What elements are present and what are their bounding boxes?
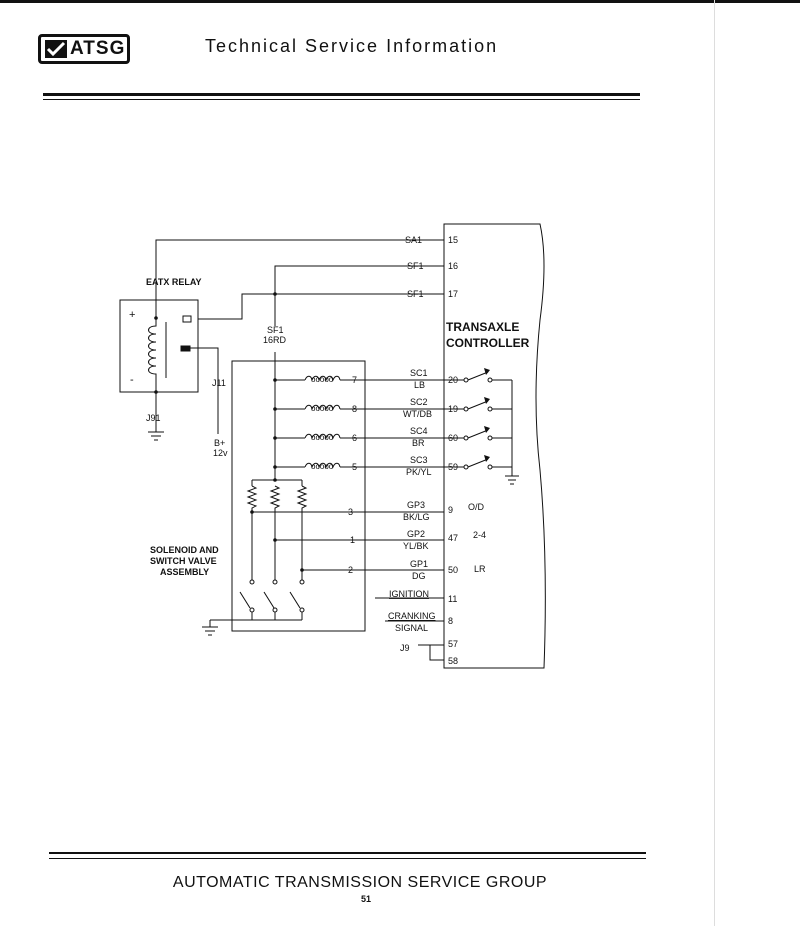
relay-feed-label: J11 xyxy=(212,378,226,388)
solenoid-coil-sc1: ooooo xyxy=(311,375,334,384)
supply-wire-circuit: SF1 xyxy=(267,325,284,335)
wire-sf1-17 xyxy=(198,293,444,320)
solenoid-coil-sc2: ooooo xyxy=(311,404,334,413)
header-rule-thick xyxy=(43,93,640,96)
wire-sa1 xyxy=(155,239,430,318)
solenoid-coil-sc3: ooooo xyxy=(311,462,334,471)
pin-50: 50 xyxy=(448,565,458,575)
circuit-sc2: SC2 xyxy=(410,397,428,407)
circuit-sa1: SA1 xyxy=(405,235,422,245)
pin-15: 15 xyxy=(448,235,458,245)
page-number: 51 xyxy=(360,894,371,904)
wire-sf1-16 xyxy=(274,265,444,294)
relay-terminal-bottom xyxy=(180,345,191,352)
relay-terminal-top xyxy=(182,315,192,323)
pin-16: 16 xyxy=(448,261,458,271)
pin-59: 59 xyxy=(448,462,458,472)
signal-label: SIGNAL xyxy=(395,623,428,633)
circuit-gp2: GP2 xyxy=(407,529,425,539)
color-pk-yl: PK/YL xyxy=(406,467,432,477)
function-2-4: 2-4 xyxy=(473,530,486,540)
circuit-sf1-a: SF1 xyxy=(407,261,424,271)
pin-8: 8 xyxy=(448,616,453,626)
pin-9: 9 xyxy=(448,505,453,515)
assembly-label-2: SWITCH VALVE xyxy=(150,556,217,566)
pin-60: 60 xyxy=(448,433,458,443)
color-bk-lg: BK/LG xyxy=(403,512,430,522)
page-title: Technical Service Information xyxy=(205,36,499,56)
battery-label: B+ xyxy=(214,438,225,448)
wire-j11 xyxy=(190,347,219,434)
circuit-sc4: SC4 xyxy=(410,426,428,436)
relay-plus: + xyxy=(129,309,135,321)
color-dg: DG xyxy=(412,571,426,581)
terminal-5: 5 xyxy=(352,462,357,472)
footer-title: AUTOMATIC TRANSMISSION SERVICE GROUP xyxy=(172,874,548,891)
pin-58: 58 xyxy=(448,656,458,666)
pin-57: 57 xyxy=(448,639,458,649)
footer-rule-thick xyxy=(49,852,646,854)
terminal-3: 3 xyxy=(348,507,353,517)
pin-47: 47 xyxy=(448,533,458,543)
relay-label: EATX RELAY xyxy=(146,277,202,287)
pin-17: 17 xyxy=(448,289,458,299)
pin-11: 11 xyxy=(448,594,457,604)
assembly-label-1: SOLENOID AND xyxy=(150,545,219,555)
circuit-gp3: GP3 xyxy=(407,500,425,510)
color-lb: LB xyxy=(414,380,425,390)
controller-outline xyxy=(443,223,546,669)
relay-ground-label: J91 xyxy=(146,413,161,423)
cranking-label: CRANKING xyxy=(388,611,436,621)
controller-label-2: CONTROLLER xyxy=(446,336,530,350)
pin-19: 19 xyxy=(448,404,458,414)
solenoid-assembly-box xyxy=(231,360,366,632)
solenoid-coil-sc4: ooooo xyxy=(311,433,334,442)
pin-20: 20 xyxy=(448,375,458,385)
page-top-border xyxy=(0,0,800,3)
circuit-sc3: SC3 xyxy=(410,455,428,465)
terminal-8: 8 xyxy=(352,404,357,414)
controller-label-1: TRANSAXLE xyxy=(446,320,519,334)
relay-coil xyxy=(148,318,157,392)
supply-wire-color: 16RD xyxy=(263,335,287,345)
page-edge-shadow xyxy=(714,0,715,926)
eatx-relay-box xyxy=(119,299,199,393)
relay-minus: - xyxy=(130,374,134,386)
atsg-logo: ATSG xyxy=(38,34,130,64)
header-rule-thin xyxy=(43,99,640,100)
jumper-label: J9 xyxy=(400,643,410,653)
terminal-6: 6 xyxy=(352,433,357,443)
terminal-1: 1 xyxy=(350,535,355,545)
assembly-label-3: ASSEMBLY xyxy=(160,567,209,577)
function-lr: LR xyxy=(474,564,486,574)
color-br: BR xyxy=(412,438,425,448)
color-wt-db: WT/DB xyxy=(403,409,432,419)
battery-voltage: 12v xyxy=(213,448,228,458)
logo-text: ATSG xyxy=(70,38,126,59)
footer-rule-thin xyxy=(49,858,646,859)
terminal-7: 7 xyxy=(352,375,357,385)
circuit-sc1: SC1 xyxy=(410,368,428,378)
circuit-sf1-b: SF1 xyxy=(407,289,424,299)
function-od: O/D xyxy=(468,502,485,512)
terminal-2: 2 xyxy=(348,565,353,575)
ignition-label: IGNITION xyxy=(389,589,429,599)
color-yl-bk: YL/BK xyxy=(403,541,429,551)
checkmark-icon xyxy=(45,40,67,58)
circuit-gp1: GP1 xyxy=(410,559,428,569)
